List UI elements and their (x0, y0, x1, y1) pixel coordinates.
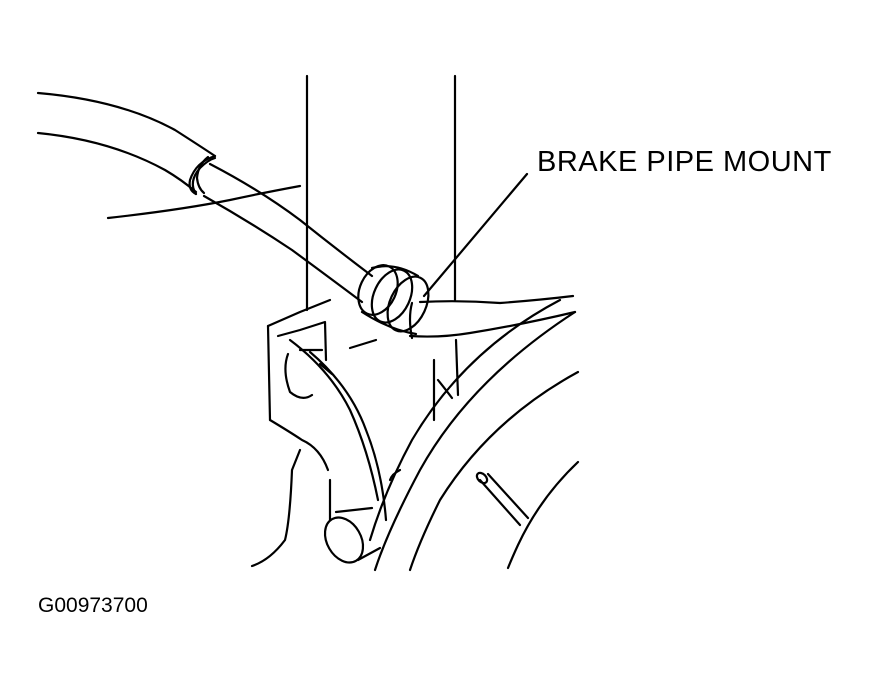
knuckle-pin (317, 508, 380, 569)
body-panel-curve (108, 186, 300, 218)
brake-hose (38, 93, 215, 194)
callout-leader-line (424, 174, 527, 296)
strut-tube (307, 76, 458, 420)
brake-pipe (204, 164, 575, 338)
brake-disc (370, 300, 578, 570)
grommet-mount (351, 259, 437, 338)
brake-pipe-mount-label: BRAKE PIPE MOUNT (537, 146, 832, 178)
figure-code: G00973700 (38, 594, 148, 617)
disc-stud (475, 471, 528, 525)
mount-bracket (252, 300, 386, 566)
